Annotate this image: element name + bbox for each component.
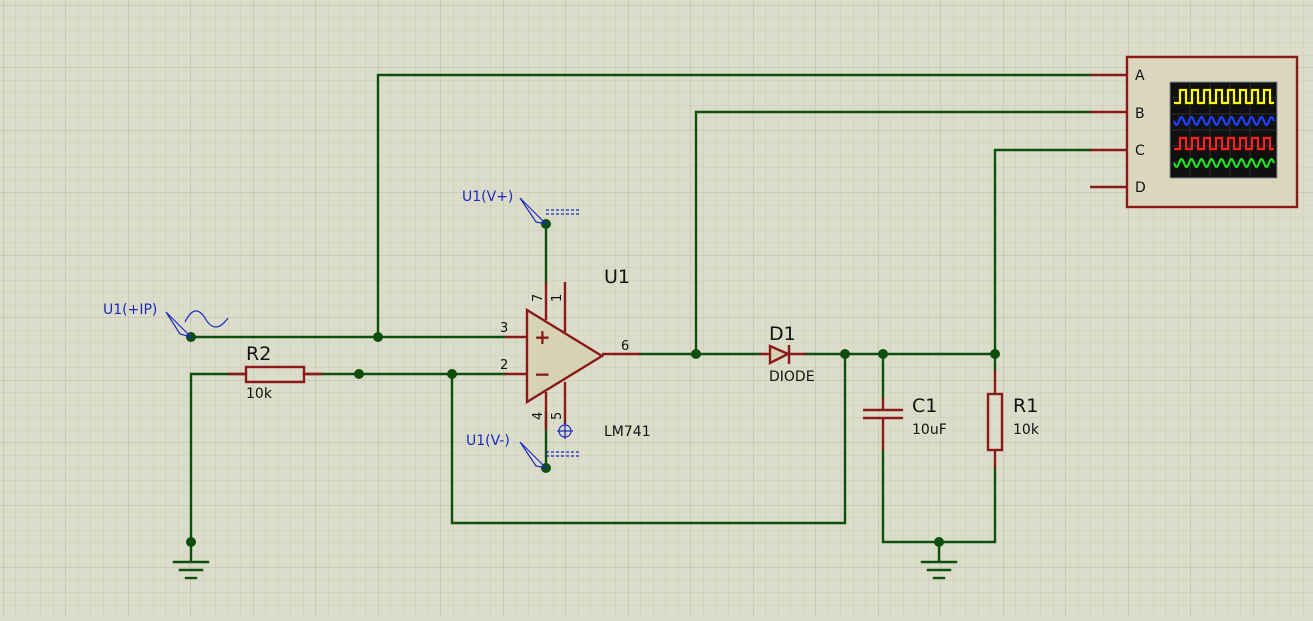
opamp-u1[interactable]: + − 3 2 6 7 1 4 5 U1 LM741 [500, 266, 651, 440]
wire-r2-ground[interactable] [189, 372, 248, 544]
terminal-input-label: U1(+IP) [103, 302, 157, 318]
scope-channel-c: C [1135, 143, 1145, 159]
d1-ref: D1 [769, 323, 796, 345]
trace-d [1172, 158, 1276, 168]
scope-channel-d: D [1135, 180, 1146, 196]
opamp-plus-sign: + [534, 325, 551, 349]
pin-2: 2 [500, 358, 508, 373]
c1-ref: C1 [912, 395, 937, 417]
c1-value: 10uF [912, 422, 947, 438]
junction-a[interactable] [373, 332, 383, 342]
wire-feedback[interactable] [450, 352, 847, 525]
terminal-vplus[interactable]: U1(V+) [462, 189, 580, 225]
r2-ref: R2 [246, 343, 271, 365]
ground-symbol-right[interactable] [920, 560, 958, 580]
junction-feedback[interactable] [447, 369, 457, 379]
d1-value: DIODE [769, 369, 815, 385]
scope-channel-b: B [1135, 106, 1145, 122]
terminal-vplus-label: U1(V+) [462, 189, 513, 205]
oscilloscope[interactable]: A B C D [1090, 55, 1299, 209]
pin-4: 4 [531, 412, 546, 420]
oscilloscope-screen-icon [1169, 81, 1278, 179]
signal-source-icon [165, 311, 194, 339]
trace-a [1174, 88, 1274, 105]
scope-channel-a: A [1135, 68, 1145, 84]
terminal-vminus[interactable]: U1(V-) [466, 433, 580, 469]
diode-d1[interactable]: D1 DIODE [760, 323, 815, 385]
junction-r1[interactable] [990, 349, 1000, 359]
opamp-ref: U1 [604, 266, 630, 288]
power-terminal-icon [519, 441, 548, 469]
junction-c1[interactable] [878, 349, 888, 359]
pin-3: 3 [500, 321, 508, 336]
resistor-r1[interactable]: R1 10k [986, 370, 1040, 468]
power-terminal-icon [519, 197, 548, 225]
wire-channel-c[interactable] [993, 148, 1092, 356]
terminal-input[interactable]: U1(+IP) [103, 302, 229, 339]
opamp-value: LM741 [604, 424, 651, 440]
wire-channel-a[interactable] [376, 73, 1092, 339]
terminal-vminus-label: U1(V-) [466, 433, 510, 449]
resistor-r2[interactable]: R2 10k [228, 343, 322, 402]
capacitor-c1[interactable]: C1 10uF [863, 395, 947, 450]
junction-ground-right[interactable] [934, 537, 944, 547]
r1-value: 10k [1013, 422, 1040, 438]
pin-1: 1 [550, 294, 565, 302]
opamp-minus-sign: − [534, 362, 551, 386]
r2-value: 10k [246, 386, 273, 402]
wires [189, 73, 1092, 562]
pin-5: 5 [550, 412, 565, 420]
ground-symbol-left[interactable] [172, 540, 210, 580]
junction-diode-out[interactable] [840, 349, 850, 359]
sine-wave-icon [184, 310, 229, 328]
junction-output[interactable] [691, 349, 701, 359]
trace-b [1172, 116, 1276, 126]
pin-6: 6 [621, 339, 629, 354]
wire-channel-b[interactable] [694, 110, 1092, 356]
r1-ref: R1 [1013, 395, 1038, 417]
pin-7: 7 [531, 294, 546, 302]
trace-c [1174, 136, 1274, 151]
junction-r2[interactable] [354, 369, 364, 379]
